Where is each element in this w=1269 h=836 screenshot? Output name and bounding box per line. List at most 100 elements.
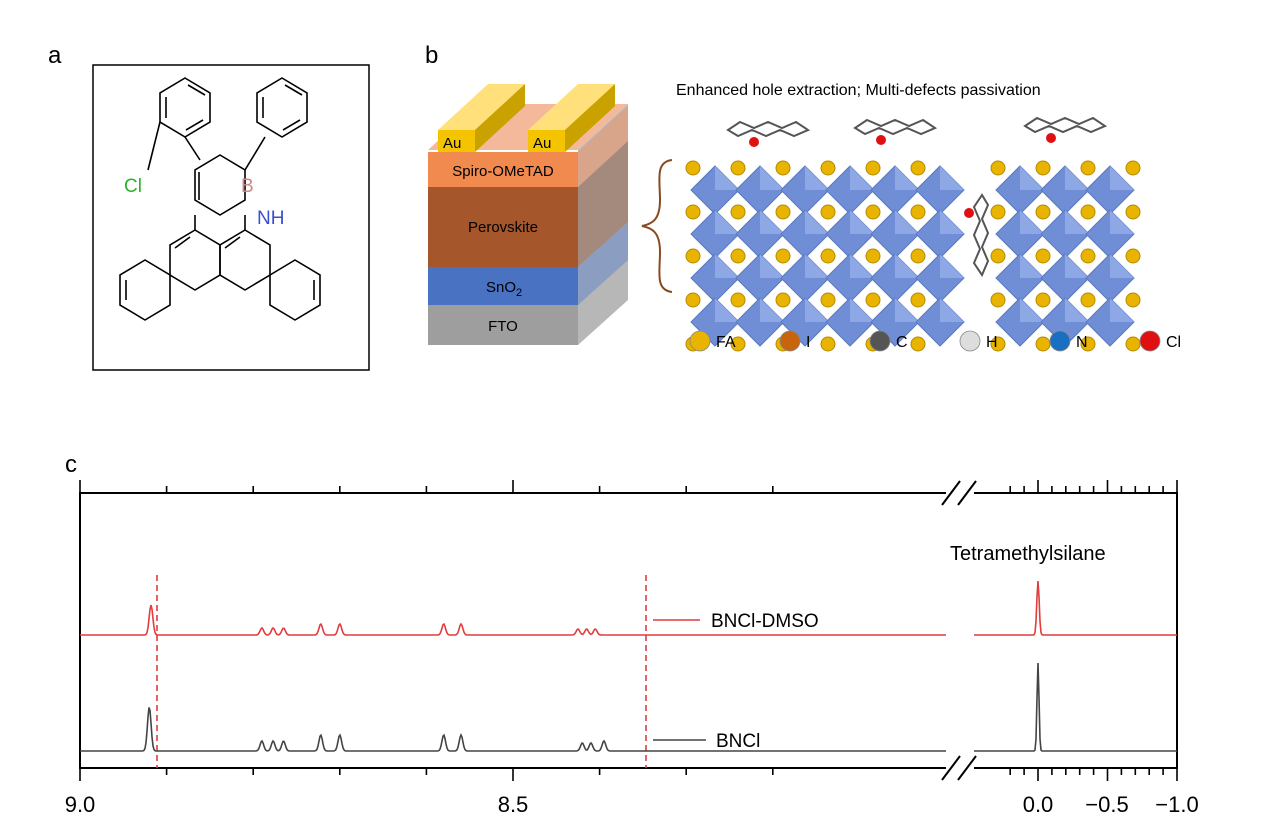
- perovskite-lattice: [685, 160, 1141, 352]
- pbi6-octahedron: [1040, 253, 1090, 303]
- fa-cation: [1125, 160, 1141, 176]
- pbi6-octahedron: [780, 253, 830, 303]
- fa-cation: [775, 204, 791, 220]
- pbi6-octahedron: [915, 209, 965, 259]
- electrode-2-label: Au: [533, 135, 551, 152]
- fa-cation: [910, 336, 926, 352]
- spectrum-bncl-tms: [974, 662, 1177, 752]
- panel-c-label: c: [65, 451, 77, 478]
- panel-a-label: a: [48, 42, 62, 69]
- spectrum-bncl-dmso-aromatic: [80, 604, 946, 636]
- series-label-bncl: BNCl: [716, 731, 760, 752]
- fa-cation: [1125, 248, 1141, 264]
- tick-label-minus-0-5: −0.5: [1085, 792, 1128, 817]
- fa-cation: [1035, 160, 1051, 176]
- device-stack: [428, 84, 628, 345]
- fa-cation: [775, 248, 791, 264]
- pbi6-octahedron: [780, 209, 830, 259]
- tick-label-9-0: 9.0: [65, 792, 96, 817]
- fa-cation: [1035, 292, 1051, 308]
- legend-label: Cl: [1166, 334, 1181, 351]
- fa-cation: [730, 248, 746, 264]
- tick-label-8-5: 8.5: [498, 792, 529, 817]
- fa-cation: [1080, 292, 1096, 308]
- fa-cation: [685, 160, 701, 176]
- legend-label: FA: [716, 334, 736, 351]
- fa-cation: [990, 160, 1006, 176]
- fa-cation: [1035, 336, 1051, 352]
- tms-annotation: Tetramethylsilane: [950, 543, 1106, 565]
- panel-b-title: Enhanced hole extraction; Multi-defects …: [676, 82, 1041, 99]
- fto-layer-label: FTO: [488, 318, 518, 335]
- panel-b-label: b: [425, 42, 438, 69]
- pbi6-octahedron: [995, 297, 1045, 347]
- legend-label: I: [806, 334, 810, 351]
- panel-a-frame: [92, 64, 370, 371]
- legend-item-i: I: [779, 330, 810, 352]
- legend-label: H: [986, 334, 998, 351]
- pbi6-octahedron: [1085, 297, 1135, 347]
- pbi6-octahedron: [995, 165, 1045, 215]
- series-label-bncl-dmso: BNCl-DMSO: [711, 611, 819, 632]
- tick-label-0-0: 0.0: [1023, 792, 1054, 817]
- pbi6-octahedron: [915, 253, 965, 303]
- fa-cation: [775, 160, 791, 176]
- pbi6-octahedron: [1040, 165, 1090, 215]
- pbi6-octahedron: [690, 209, 740, 259]
- fa-cation: [865, 204, 881, 220]
- legend-label: C: [896, 334, 908, 351]
- legend-item-cl: Cl: [1139, 330, 1181, 352]
- pbi6-octahedron: [870, 209, 920, 259]
- fa-cation: [820, 160, 836, 176]
- atom-legend: FA I C H N Cl: [689, 330, 1181, 352]
- fa-cation: [730, 160, 746, 176]
- legend-label: N: [1076, 334, 1088, 351]
- fa-cation: [730, 292, 746, 308]
- fa-cation: [820, 336, 836, 352]
- fa-cation: [1080, 160, 1096, 176]
- pbi6-octahedron: [825, 209, 875, 259]
- pbi6-octahedron: [780, 165, 830, 215]
- pbi6-octahedron: [915, 297, 965, 347]
- fa-cation: [990, 248, 1006, 264]
- perovskite-layer-label: Perovskite: [468, 219, 538, 236]
- fa-cation: [685, 204, 701, 220]
- fa-cation: [910, 292, 926, 308]
- fa-cation: [990, 336, 1006, 352]
- fa-cation: [820, 292, 836, 308]
- fa-cation: [910, 248, 926, 264]
- fa-cation: [685, 248, 701, 264]
- pbi6-octahedron: [690, 253, 740, 303]
- electrode-1-label: Au: [443, 135, 461, 152]
- legend-item-n: N: [1049, 330, 1088, 352]
- passivation-molecules: [726, 116, 1108, 278]
- pbi6-octahedron: [735, 297, 785, 347]
- legend-item-c: C: [869, 330, 908, 352]
- legend-item-h: H: [959, 330, 998, 352]
- nmr-axes-frame: [79, 480, 1178, 781]
- pbi6-octahedron: [825, 165, 875, 215]
- fa-cation: [990, 204, 1006, 220]
- fa-cation: [910, 204, 926, 220]
- pbi6-octahedron: [870, 253, 920, 303]
- pbi6-octahedron: [690, 165, 740, 215]
- fa-cation: [990, 292, 1006, 308]
- zoom-brace: [641, 159, 673, 293]
- pbi6-octahedron: [915, 165, 965, 215]
- pbi6-octahedron: [1085, 253, 1135, 303]
- spectrum-bncl-dmso-tms: [974, 580, 1177, 636]
- fa-cation: [1080, 248, 1096, 264]
- etl-layer-label: SnO2: [486, 279, 522, 299]
- fa-cation: [910, 160, 926, 176]
- fa-cation: [730, 336, 746, 352]
- chlorine-atom-label: Cl: [124, 176, 142, 197]
- fa-cation: [730, 204, 746, 220]
- fa-cation: [865, 292, 881, 308]
- fa-cation: [685, 292, 701, 308]
- fa-cation: [1035, 204, 1051, 220]
- tick-label-minus-1-0: −1.0: [1155, 792, 1198, 817]
- legend-item-fa: FA: [689, 330, 736, 352]
- fa-cation: [775, 292, 791, 308]
- fa-cation: [1080, 204, 1096, 220]
- nh-group-label: NH: [257, 208, 284, 229]
